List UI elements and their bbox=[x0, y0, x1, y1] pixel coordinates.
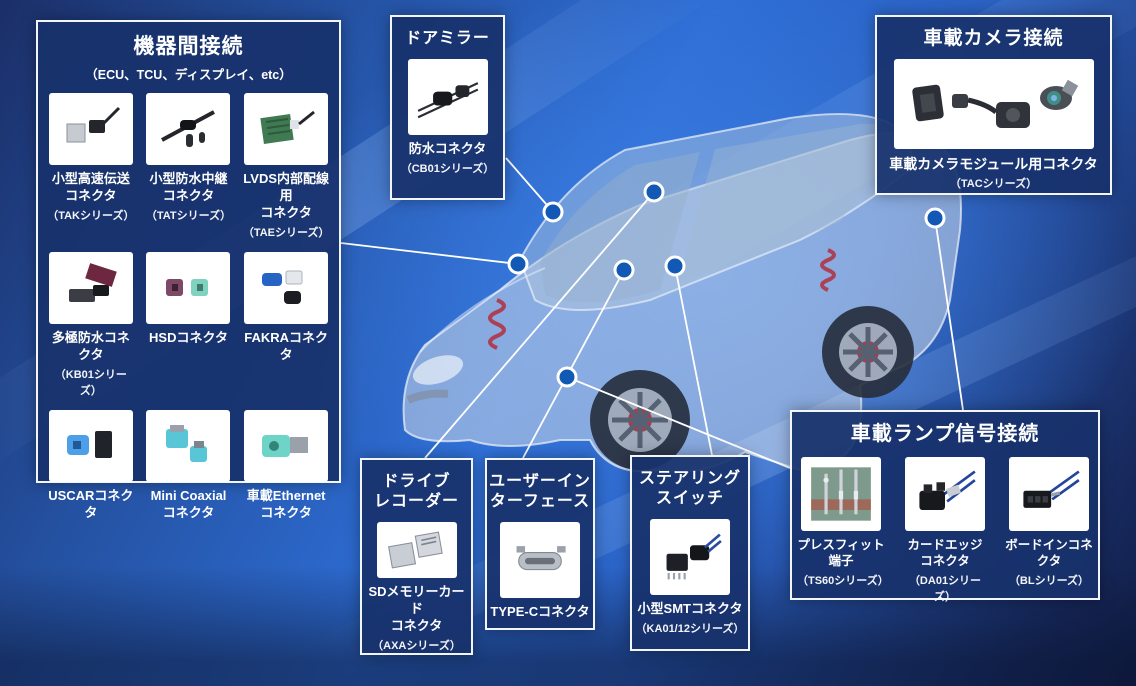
product-card-minicoax[interactable]: Mini Coaxial コネクタ bbox=[145, 409, 233, 522]
connector-photo-axa[interactable] bbox=[376, 522, 457, 579]
item-name: 小型SMTコネクタ bbox=[637, 601, 743, 616]
item-series: （TAKシリーズ） bbox=[47, 210, 135, 223]
product-card-uscar[interactable]: USCARコネクタ bbox=[47, 409, 135, 522]
item-name: FAKRAコネクタ bbox=[244, 329, 329, 362]
panel-title: 車載カメラ接続 bbox=[923, 28, 1064, 49]
product-card-tae[interactable]: LVDS内部配線用 コネクタ （TAEシリーズ） bbox=[242, 93, 330, 240]
product-card-ts60[interactable]: プレスフィット端子 （TS60シリーズ） bbox=[797, 457, 889, 588]
item-series: （TAEシリーズ） bbox=[242, 226, 330, 239]
item-name: カードエッジ コネクタ bbox=[907, 538, 983, 569]
item-series: （AXAシリーズ） bbox=[372, 640, 461, 652]
connector-photo-hsd bbox=[146, 251, 231, 324]
item-name: TYPE-Cコネクタ bbox=[490, 604, 590, 619]
product-card-tat[interactable]: 小型防水中継 コネクタ （TATシリーズ） bbox=[145, 93, 233, 240]
item-name: 多極防水コネクタ bbox=[51, 329, 130, 362]
panel-subtitle: （ECU、TCU、ディスプレイ、etc） bbox=[85, 68, 292, 83]
item-series: （TACシリーズ） bbox=[949, 177, 1038, 190]
item-name: 防水コネクタ bbox=[408, 141, 487, 156]
product-card-bl[interactable]: ボードインコネクタ （BLシリーズ） bbox=[1005, 457, 1093, 588]
item-name: 小型防水中継 コネクタ bbox=[149, 171, 228, 204]
product-card-fakra[interactable]: FAKRAコネクタ bbox=[242, 251, 330, 398]
panel-title: ドアミラー bbox=[405, 30, 490, 47]
connector-photo-da01 bbox=[905, 457, 985, 531]
connector-photo-ethernet bbox=[244, 409, 329, 482]
item-name: USCARコネクタ bbox=[48, 487, 134, 520]
item-name: ボードインコネクタ bbox=[1005, 538, 1093, 569]
connector-photo-tac[interactable] bbox=[893, 58, 1094, 149]
product-card-da01[interactable]: カードエッジ コネクタ （DA01シリーズ） bbox=[901, 457, 989, 604]
item-series: （TATシリーズ） bbox=[145, 210, 232, 223]
item-series: （KB01シリーズ） bbox=[54, 368, 127, 397]
connector-photo-tat bbox=[146, 93, 231, 166]
product-card-ethernet[interactable]: 車載Ethernet コネクタ bbox=[242, 409, 330, 522]
connector-photo-uscar bbox=[48, 409, 133, 482]
connector-photo-kb01 bbox=[48, 251, 133, 324]
item-name: 車載Ethernet コネクタ bbox=[246, 487, 326, 520]
panel-title: 車載ランプ信号接続 bbox=[850, 423, 1040, 445]
connector-photo-fakra bbox=[244, 251, 329, 324]
item-series: （BLシリーズ） bbox=[1008, 574, 1090, 587]
connector-photo-minicoax bbox=[146, 409, 231, 482]
item-name: 車載カメラモジュール用コネクタ bbox=[889, 155, 1098, 172]
connector-photo-ka01[interactable] bbox=[650, 519, 730, 595]
connector-photo-tak bbox=[48, 93, 133, 166]
item-series: （CB01シリーズ） bbox=[400, 162, 495, 175]
item-name: Mini Coaxial コネクタ bbox=[150, 487, 227, 520]
item-series: （TS60シリーズ） bbox=[797, 574, 889, 587]
item-name: LVDS内部配線用 コネクタ bbox=[243, 171, 330, 221]
connector-photo-tae bbox=[244, 93, 329, 166]
product-card-kb01[interactable]: 多極防水コネクタ （KB01シリーズ） bbox=[47, 251, 135, 398]
item-name: 小型高速伝送 コネクタ bbox=[51, 171, 130, 204]
panel-steering-switch: ステアリング スイッチ 小型SMTコネクタ （KA01/12シリーズ） bbox=[630, 455, 750, 651]
product-card-tak[interactable]: 小型高速伝送 コネクタ （TAKシリーズ） bbox=[47, 93, 135, 240]
panel-title: ユーザーイン ターフェース bbox=[489, 473, 591, 510]
connector-photo-typec[interactable] bbox=[500, 522, 580, 598]
product-row: プレスフィット端子 （TS60シリーズ） カードエッジ コネクタ （DA01シリ… bbox=[797, 457, 1093, 604]
item-name: プレスフィット端子 bbox=[797, 538, 885, 569]
panel-door-mirror: ドアミラー 防水コネクタ （CB01シリーズ） bbox=[390, 15, 505, 200]
product-grid: 小型高速伝送 コネクタ （TAKシリーズ） 小型防水中継 コネクタ （TATシリ… bbox=[47, 93, 330, 533]
panel-lamp-signal: 車載ランプ信号接続 プレスフィット端子 （TS60シリーズ） カードエッジ コネ… bbox=[790, 410, 1100, 603]
panel-title: ドライブ レコーダー bbox=[373, 473, 459, 510]
connector-photo-cb01[interactable] bbox=[407, 59, 488, 135]
panel-camera-connection: 車載カメラ接続 車載カメラモジュール用コネクタ （TACシリーズ） bbox=[875, 15, 1112, 195]
panel-title: ステアリング スイッチ bbox=[638, 470, 741, 507]
panel-device-connection: 機器間接続 （ECU、TCU、ディスプレイ、etc） 小型高速伝送 コネクタ （… bbox=[36, 20, 341, 520]
panel-user-interface: ユーザーイン ターフェース TYPE-Cコネクタ bbox=[485, 458, 595, 630]
item-name: HSDコネクタ bbox=[149, 329, 228, 345]
panel-title: 機器間接続 bbox=[133, 35, 244, 58]
panel-drive-recorder: ドライブ レコーダー SDメモリーカード コネクタ （AXAシリーズ） bbox=[360, 458, 473, 655]
connector-photo-bl bbox=[1009, 457, 1089, 531]
product-card-hsd[interactable]: HSDコネクタ bbox=[145, 251, 233, 398]
connector-photo-ts60 bbox=[801, 457, 881, 531]
item-name: SDメモリーカード コネクタ bbox=[368, 584, 465, 634]
item-series: （KA01/12シリーズ） bbox=[635, 622, 745, 635]
item-series: （DA01シリーズ） bbox=[908, 574, 982, 603]
